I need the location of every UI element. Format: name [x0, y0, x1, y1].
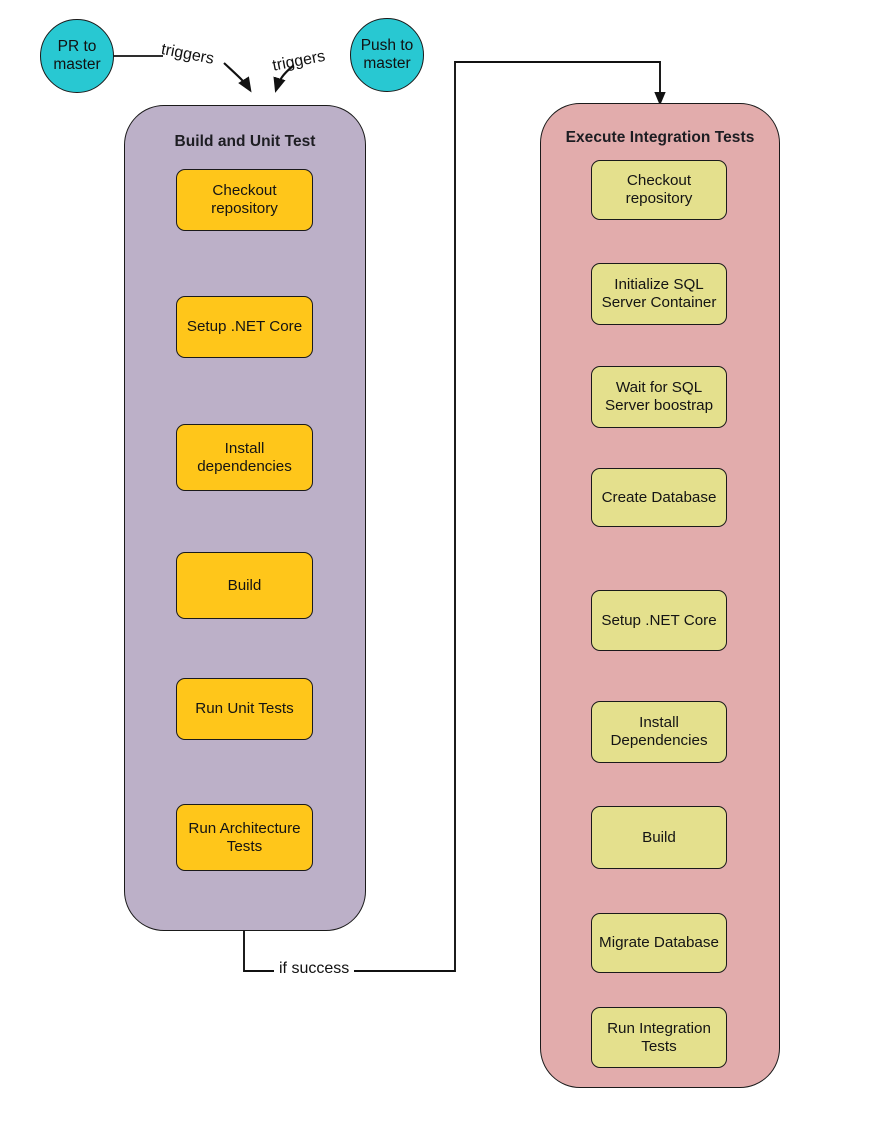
step-run-architecture-tests[interactable]: Run Architecture Tests — [176, 804, 313, 871]
step-label: Install dependencies — [197, 439, 292, 475]
edge-label-triggers-push: triggers — [271, 47, 327, 75]
step-install-dependencies[interactable]: Install dependencies — [176, 424, 313, 491]
step-run-unit-tests[interactable]: Run Unit Tests — [176, 678, 313, 740]
step-label: Run Architecture Tests — [188, 819, 301, 855]
step-label: Build — [642, 828, 676, 846]
step-label: Migrate Database — [599, 934, 719, 952]
step-label: Run Integration Tests — [607, 1019, 711, 1055]
step-checkout-repository-2[interactable]: Checkout repository — [591, 160, 727, 220]
step-checkout-repository[interactable]: Checkout repository — [176, 169, 313, 231]
lane-title: Execute Integration Tests — [565, 129, 755, 146]
step-label: Run Unit Tests — [195, 700, 294, 718]
step-initialize-sql-server-container[interactable]: Initialize SQL Server Container — [591, 263, 727, 325]
step-label: Wait for SQL Server boostrap — [604, 379, 714, 414]
step-run-integration-tests[interactable]: Run Integration Tests — [591, 1007, 727, 1068]
step-install-dependencies-2[interactable]: Install Dependencies — [591, 701, 727, 763]
step-label: Checkout repository — [625, 172, 693, 207]
step-label: Setup .NET Core — [186, 318, 303, 336]
lane-title: Build and Unit Test — [174, 133, 316, 150]
step-label: Initialize SQL Server Container — [601, 276, 717, 311]
step-label: Checkout repository — [211, 182, 278, 217]
step-label: Build — [227, 576, 262, 594]
step-setup-dotnet-core[interactable]: Setup .NET Core — [176, 296, 313, 358]
step-wait-for-sql-server-boostrap[interactable]: Wait for SQL Server boostrap — [591, 366, 727, 428]
edge-pr-to-build-curve — [223, 62, 252, 93]
edge-label-if-success: if success — [274, 960, 355, 978]
trigger-label: PR to master — [53, 38, 101, 73]
step-create-database[interactable]: Create Database — [591, 468, 727, 527]
step-label: Install Dependencies — [610, 714, 708, 749]
step-setup-dotnet-core-2[interactable]: Setup .NET Core — [591, 590, 727, 651]
step-build[interactable]: Build — [176, 552, 313, 619]
step-label: Setup .NET Core — [601, 611, 717, 629]
trigger-node-push-to-master[interactable]: Push to master — [350, 18, 424, 92]
edge-label-triggers-pr: triggers — [159, 41, 216, 68]
step-label: Create Database — [601, 488, 717, 506]
trigger-node-pr-to-master[interactable]: PR to master — [40, 19, 114, 93]
step-build-2[interactable]: Build — [591, 806, 727, 869]
trigger-label: Push to master — [360, 37, 414, 72]
step-migrate-database[interactable]: Migrate Database — [591, 913, 727, 973]
